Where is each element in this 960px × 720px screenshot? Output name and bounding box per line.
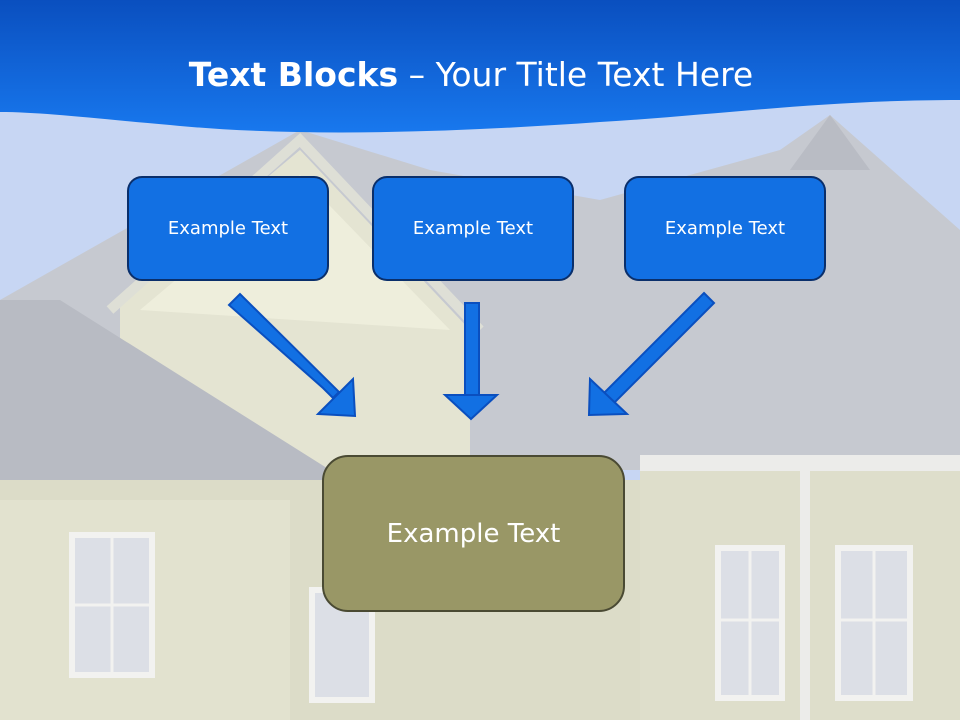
text-block-1-label: Example Text [167, 218, 289, 239]
arrow-center-down [442, 302, 500, 421]
arrow-right-diagonal [587, 291, 716, 417]
text-block-3: Example Text [624, 176, 826, 281]
title-bold: Text Blocks [188, 55, 399, 94]
text-block-2-label: Example Text [412, 218, 534, 239]
center-text-block: Example Text [322, 455, 625, 612]
arrow-left-diagonal [227, 292, 357, 418]
title-dash: – [398, 55, 436, 94]
slide-title: Text Blocks – Your Title Text Here [0, 52, 942, 98]
center-text-block-label: Example Text [386, 518, 561, 549]
text-block-3-label: Example Text [664, 218, 786, 239]
text-block-1: Example Text [127, 176, 329, 281]
title-rest: Your Title Text Here [435, 55, 754, 94]
text-block-2: Example Text [372, 176, 574, 281]
